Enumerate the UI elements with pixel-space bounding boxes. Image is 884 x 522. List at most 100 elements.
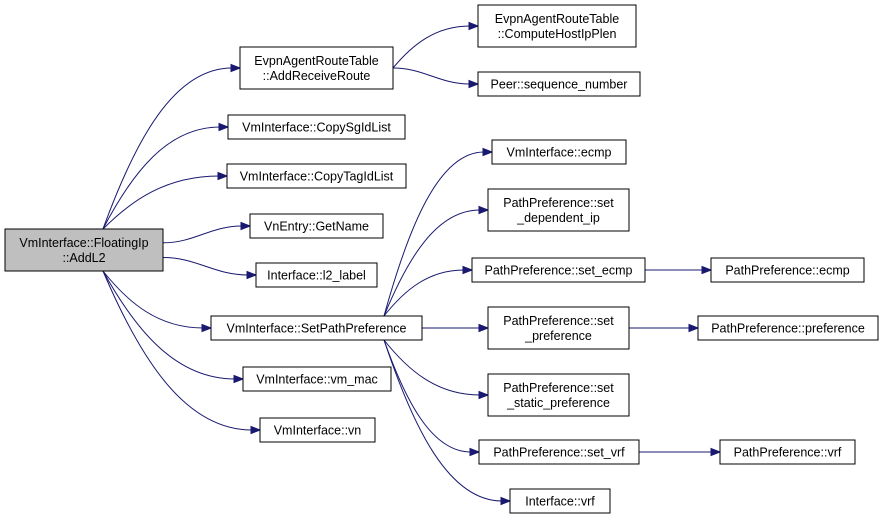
node-label: PathPreference::set <box>503 314 614 328</box>
node-vn-get-name[interactable]: VnEntry::GetName <box>249 213 384 239</box>
edge-set-preference-to-pp-preference <box>629 323 700 333</box>
arrowhead <box>233 374 245 384</box>
node-set-vrf[interactable]: PathPreference::set_vrf <box>478 439 640 465</box>
edge-root-to-copy-tag-id-list <box>102 171 229 230</box>
node-pp-ecmp[interactable]: PathPreference::ecmp <box>710 257 865 283</box>
node-label: VmInterface::SetPathPreference <box>227 322 407 336</box>
edge-root-to-copy-sg-id-list <box>102 122 230 230</box>
arrowhead <box>217 171 229 181</box>
node-label: Peer::sequence_number <box>491 78 628 92</box>
arrowhead <box>500 496 512 506</box>
node-label: ::ComputeHostIpPlen <box>498 27 617 41</box>
node-set-preference[interactable]: PathPreference::set_preference <box>487 306 630 350</box>
edge-set-path-preference-to-vm-ecmp <box>383 147 494 317</box>
node-label: ::AddReceiveRoute <box>263 69 371 83</box>
node-l2-label[interactable]: Interface::l2_label <box>255 262 378 288</box>
node-copy-sg-id-list[interactable]: VmInterface::CopySgIdList <box>227 114 406 140</box>
node-copy-tag-id-list[interactable]: VmInterface::CopyTagIdList <box>226 163 407 189</box>
edge-line <box>162 257 249 276</box>
node-box <box>487 373 630 417</box>
node-add-receive-route[interactable]: EvpnAgentRouteTable::AddReceiveRoute <box>239 46 394 90</box>
node-label: PathPreference::set <box>503 196 614 210</box>
node-label: _static_preference <box>506 396 610 410</box>
node-box <box>487 306 630 350</box>
node-label: VmInterface::CopySgIdList <box>242 121 391 135</box>
node-box <box>478 439 640 465</box>
edge-line <box>383 151 485 317</box>
node-label: _preference <box>524 329 592 343</box>
node-label: VmInterface::FloatingIp <box>19 236 148 250</box>
node-box <box>477 71 641 97</box>
node-set-dependent-ip[interactable]: PathPreference::set_dependent_ip <box>487 188 630 232</box>
edge-line <box>102 270 204 329</box>
node-label: ::AddL2 <box>62 251 105 265</box>
node-set-path-preference[interactable]: VmInterface::SetPathPreference <box>210 315 423 341</box>
edge-line <box>102 67 233 230</box>
edge-set-vrf-to-pp-vrf <box>639 447 722 457</box>
node-root[interactable]: VmInterface::FloatingIp::AddL2 <box>4 228 164 272</box>
node-set-ecmp[interactable]: PathPreference::set_ecmp <box>471 257 646 283</box>
node-label: PathPreference::set_ecmp <box>485 264 633 278</box>
node-label: PathPreference::vrf <box>734 446 842 460</box>
arrowhead <box>478 323 490 333</box>
edge-set-path-preference-to-set-static-preference <box>383 339 490 400</box>
edge-line <box>383 269 465 317</box>
node-label: VmInterface::ecmp <box>507 146 612 160</box>
edge-line <box>383 339 472 453</box>
edges-layer <box>102 21 722 506</box>
node-box <box>491 139 627 165</box>
arrowhead <box>250 425 262 435</box>
edge-root-to-vn-get-name <box>162 221 252 244</box>
edge-set-ecmp-to-pp-ecmp <box>645 265 713 275</box>
node-compute-host-ip-plen[interactable]: EvpnAgentRouteTable::ComputeHostIpPlen <box>477 4 637 48</box>
node-label: _dependent_ip <box>516 211 600 225</box>
node-box <box>477 4 637 48</box>
node-box <box>719 439 856 465</box>
edge-set-path-preference-to-set-vrf <box>383 339 481 457</box>
edge-line <box>162 225 243 244</box>
node-vm-ecmp[interactable]: VmInterface::ecmp <box>491 139 627 165</box>
arrowhead <box>688 323 700 333</box>
node-label: Interface::l2_label <box>267 269 366 283</box>
node-interface-vrf[interactable]: Interface::vrf <box>509 488 611 514</box>
edge-line <box>392 67 471 85</box>
edge-line <box>102 175 220 230</box>
edge-line <box>102 270 236 380</box>
node-label: EvpnAgentRouteTable <box>495 12 619 26</box>
node-box <box>509 488 611 514</box>
node-box <box>487 188 630 232</box>
node-label: PathPreference::ecmp <box>725 264 849 278</box>
arrowhead <box>246 270 258 280</box>
arrowhead <box>462 265 474 275</box>
edge-add-receive-route-to-sequence-number <box>392 67 480 89</box>
arrowhead <box>240 221 252 231</box>
node-vm-vn[interactable]: VmInterface::vn <box>259 417 376 443</box>
node-label: PathPreference::preference <box>711 322 865 336</box>
arrowhead <box>478 205 490 215</box>
edge-root-to-l2-label <box>162 257 258 280</box>
node-label: VmInterface::CopyTagIdList <box>240 170 394 184</box>
arrowhead <box>482 147 494 157</box>
arrowhead <box>230 63 242 73</box>
node-label: EvpnAgentRouteTable <box>254 54 378 68</box>
edge-root-to-set-path-preference <box>102 270 213 333</box>
edge-add-receive-route-to-compute-host-ip-plen <box>392 21 480 69</box>
node-sequence-number[interactable]: Peer::sequence_number <box>477 71 641 97</box>
node-box <box>239 46 394 90</box>
edge-set-path-preference-to-set-preference <box>422 323 490 333</box>
node-box <box>242 366 392 392</box>
node-box <box>471 257 646 283</box>
node-pp-vrf[interactable]: PathPreference::vrf <box>719 439 856 465</box>
node-box <box>697 315 879 341</box>
arrowhead <box>468 79 480 89</box>
edge-root-to-add-receive-route <box>102 63 242 230</box>
edge-set-path-preference-to-set-ecmp <box>383 265 474 317</box>
node-label: VnEntry::GetName <box>264 220 369 234</box>
node-vm-mac[interactable]: VmInterface::vm_mac <box>242 366 392 392</box>
node-set-static-preference[interactable]: PathPreference::set_static_preference <box>487 373 630 417</box>
node-pp-preference[interactable]: PathPreference::preference <box>697 315 879 341</box>
arrowhead <box>468 21 480 31</box>
node-box <box>4 228 164 272</box>
edge-root-to-vm-vn <box>102 270 262 435</box>
